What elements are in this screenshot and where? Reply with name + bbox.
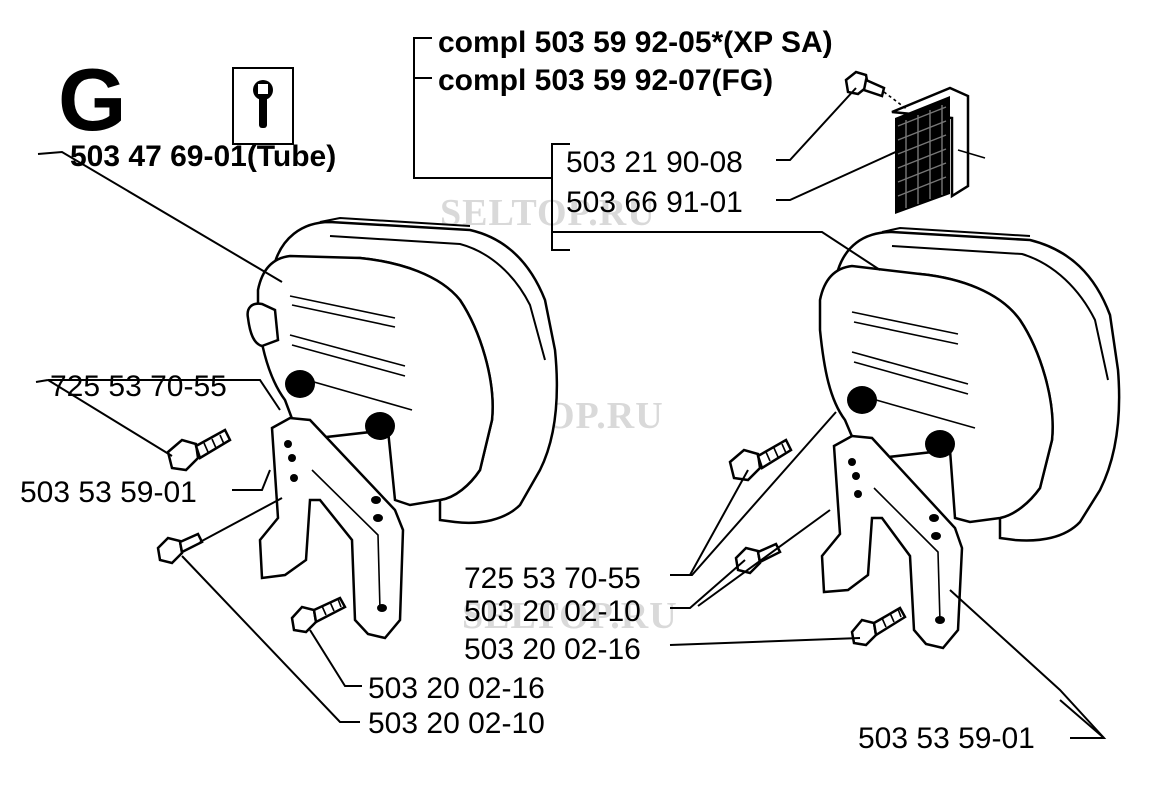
bolt-right: [728, 438, 793, 482]
spark-arrester-screen: [891, 86, 986, 214]
bracket-left: [258, 416, 405, 640]
screw10-left: [156, 532, 204, 565]
screw16-right: [850, 606, 907, 647]
label-screw16-right: 503 20 02-16: [464, 633, 641, 666]
muffler-left: [246, 216, 559, 525]
label-bolt-left: 725 53 70-55: [50, 370, 227, 403]
label-screw-screen: 503 21 90-08: [566, 146, 743, 179]
label-screw10-right: 503 20 02-10: [464, 595, 641, 628]
watermark-1: SELTOP.RU: [440, 192, 656, 234]
screw16-left: [290, 596, 347, 634]
watermark-3: SELTOP.RU: [462, 595, 678, 637]
label-compl-xp: compl 503 59 92-05*(XP SA): [438, 26, 833, 59]
leader-lines: [35, 87, 1107, 739]
label-screw10-left: 503 20 02-10: [368, 707, 545, 740]
label-screw16-left: 503 20 02-16: [368, 672, 545, 705]
label-tube: 503 47 69-01(Tube): [70, 140, 336, 173]
bolt-left: [166, 428, 232, 472]
screw10-right: [734, 542, 782, 575]
label-compl-fg: compl 503 59 92-07(FG): [438, 64, 773, 97]
wrench-icon: [232, 67, 294, 145]
section-letter: G: [58, 50, 126, 149]
label-bolt-right: 725 53 70-55: [464, 562, 641, 595]
label-screen: 503 66 91-01: [566, 186, 743, 219]
bracket-right: [820, 434, 964, 650]
label-bracket-left: 503 53 59-01: [20, 476, 197, 509]
screen-screw: [844, 70, 909, 111]
label-bracket-right: 503 53 59-01: [858, 722, 1035, 755]
kit-bracket: [413, 37, 570, 251]
